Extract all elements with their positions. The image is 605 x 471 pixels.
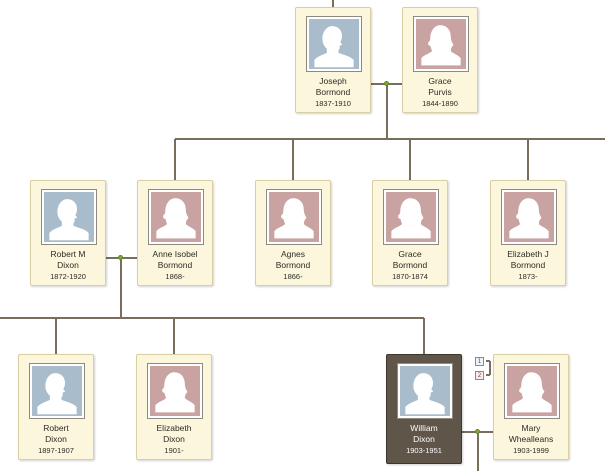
person-last-name: Bormond — [392, 260, 428, 270]
spouse-2-button[interactable]: 2 — [475, 371, 484, 380]
person-dates: 1873- — [518, 272, 538, 281]
person-dates: 1903-1951 — [406, 446, 442, 455]
person-photo — [383, 189, 439, 245]
female-silhouette-icon — [156, 198, 196, 239]
person-first-name: Robert M — [50, 249, 86, 259]
person-dates: 1837-1910 — [315, 99, 351, 108]
person-first-name: Mary — [521, 423, 541, 433]
marriage-dot[interactable] — [475, 429, 480, 434]
person-photo — [504, 363, 560, 419]
female-silhouette-icon — [391, 198, 431, 239]
person-photo — [501, 189, 557, 245]
male-silhouette-icon — [405, 373, 445, 415]
person-dates: 1897-1907 — [38, 446, 74, 455]
person-last-name: Bormond — [315, 87, 351, 97]
person-first-name: Joseph — [319, 76, 347, 86]
person-last-name: Whealleans — [508, 434, 554, 444]
person-first-name: Grace — [428, 76, 452, 86]
person-dates: 1903-1999 — [513, 446, 549, 455]
person-photo — [413, 16, 469, 72]
person-first-name: Robert — [43, 423, 69, 433]
person-dates: 1870-1874 — [392, 272, 428, 281]
person-last-name: Dixon — [413, 434, 435, 444]
female-silhouette-icon — [274, 198, 314, 239]
person-photo — [148, 189, 204, 245]
person-first-name: Elizabeth — [156, 423, 192, 433]
person-photo — [29, 363, 85, 419]
person-first-name: Grace — [398, 249, 422, 259]
person-last-name: Dixon — [45, 434, 67, 444]
male-silhouette-icon — [37, 373, 77, 415]
female-silhouette-icon — [155, 372, 195, 413]
female-silhouette-icon — [512, 372, 552, 413]
male-silhouette-icon — [314, 26, 354, 68]
person-dates: 1901- — [164, 446, 184, 455]
person-photo — [397, 363, 453, 419]
marriage-dot[interactable] — [118, 255, 123, 260]
female-silhouette-icon — [421, 25, 461, 66]
person-first-name: Anne Isobel — [152, 249, 198, 259]
person-first-name: Agnes — [280, 249, 306, 259]
person-last-name: Dixon — [57, 260, 79, 270]
person-last-name: Bormond — [275, 260, 311, 270]
person-last-name: Dixon — [163, 434, 185, 444]
person-first-name: Elizabeth J — [507, 249, 549, 259]
person-last-name: Purvis — [428, 87, 452, 97]
person-first-name: William — [410, 423, 438, 433]
spouse-1-button[interactable]: 1 — [475, 357, 484, 366]
person-last-name: Bormond — [157, 260, 193, 270]
marriage-dot[interactable] — [384, 81, 389, 86]
person-photo — [266, 189, 322, 245]
person-dates: 1866- — [283, 272, 303, 281]
person-photo — [41, 189, 97, 245]
person-photo — [306, 16, 362, 72]
female-silhouette-icon — [509, 198, 549, 239]
person-photo — [147, 363, 203, 419]
person-last-name: Bormond — [510, 260, 546, 270]
person-dates: 1844-1890 — [422, 99, 458, 108]
person-dates: 1868- — [165, 272, 185, 281]
male-silhouette-icon — [49, 199, 89, 241]
person-dates: 1872-1920 — [50, 272, 86, 281]
